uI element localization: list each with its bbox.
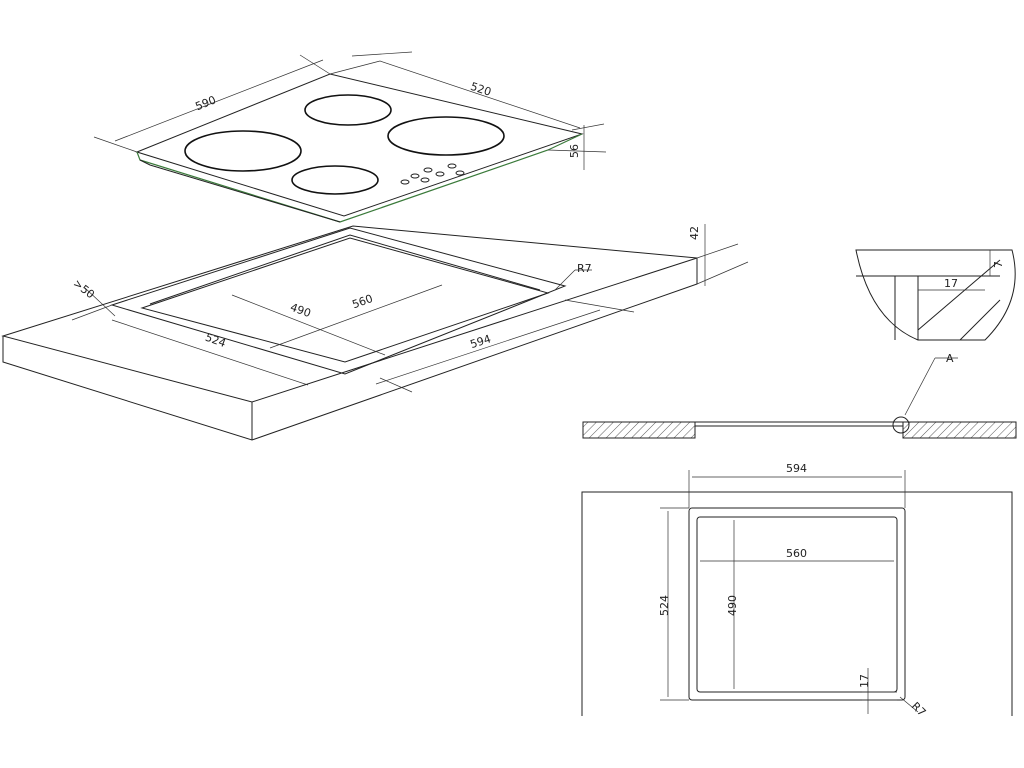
plan-offset: 17 <box>858 674 871 688</box>
plan-width-outer: 594 <box>786 462 807 475</box>
dim-counter-thickness: 42 <box>688 226 701 240</box>
section-view: A <box>582 352 1017 439</box>
dim-hob-depth: 520 <box>469 80 493 99</box>
hob-frame-edge <box>136 133 583 223</box>
dim-cutout-width-inner: 560 <box>350 292 374 311</box>
dim-cutout-depth-outer: 524 <box>203 331 227 350</box>
dim-hob-width: 590 <box>193 93 217 113</box>
dim-min-edge: >50 <box>71 277 97 302</box>
plan-depth-inner: 490 <box>726 595 739 616</box>
plan-width-inner: 560 <box>786 547 807 560</box>
detail-marker-label: A <box>946 352 954 365</box>
zone-right <box>387 116 505 156</box>
cutout-outer <box>110 227 567 375</box>
zone-front <box>291 165 379 195</box>
dim-cutout-radius: R7 <box>577 262 592 275</box>
hob-view: 590 520 56 <box>93 51 607 223</box>
plan-depth-outer: 524 <box>658 595 671 616</box>
zone-rear-left <box>184 130 302 172</box>
detail-offset: 17 <box>944 277 958 290</box>
control-buttons <box>400 163 465 185</box>
dim-cutout-width-outer: 594 <box>469 332 493 351</box>
dim-hob-height: 56 <box>568 144 581 158</box>
countertop-top <box>1 225 698 403</box>
countertop-front-edge <box>2 258 698 441</box>
countertop-view: >50 R7 490 560 524 594 42 <box>1 224 749 441</box>
plan-cutout-outer <box>688 507 906 701</box>
plan-cutout-inner <box>696 516 898 693</box>
plan-radius: R7 <box>909 700 929 720</box>
detail-height: 7 <box>992 261 1005 268</box>
dim-cutout-depth-inner: 490 <box>288 301 312 320</box>
plan-view: 594 560 524 490 17 R7 <box>581 462 1013 720</box>
zone-rear-center <box>304 94 392 126</box>
cutout-inner <box>140 237 550 363</box>
detail-a: 17 7 <box>855 249 1016 341</box>
